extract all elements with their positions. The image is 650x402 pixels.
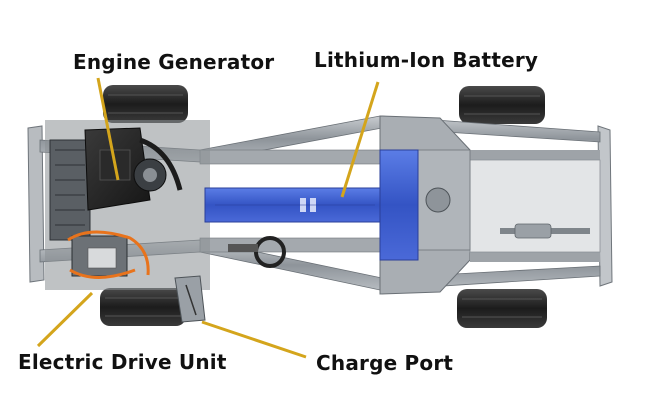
charge-port-label: Charge Port [316,351,454,375]
rear-right-tire [457,289,547,328]
electric-drive-unit [67,230,150,279]
lithium-ion-battery [204,149,419,261]
steering-wheel [228,236,286,268]
electric-drive-unit-label: Electric Drive Unit [18,350,227,374]
charge-port-leader [201,320,307,359]
engine-generator-leader [96,77,120,181]
front-left-tire [103,85,188,123]
engine-generator [84,127,183,211]
charge-port [174,275,206,323]
rear-left-tire [459,86,545,124]
battery-leader [340,81,380,198]
front-right-tire [100,288,186,326]
lithium-ion-battery-label: Lithium-Ion Battery [314,48,539,72]
engine-generator-label: Engine Generator [73,50,275,74]
drive-unit-leader [36,291,94,348]
